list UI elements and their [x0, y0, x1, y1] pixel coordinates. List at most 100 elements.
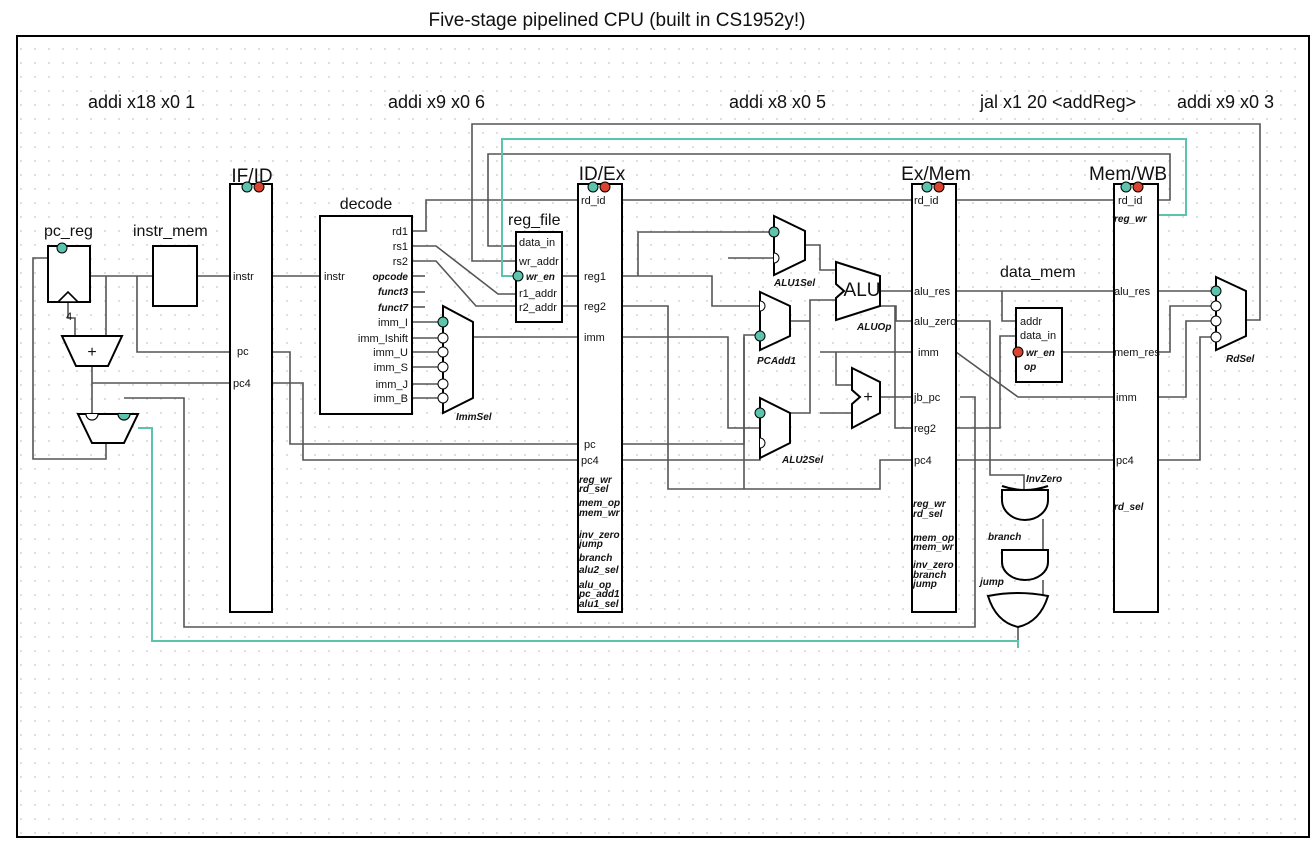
- data-mem-port-op: op: [1024, 362, 1036, 373]
- id-ex-port-reg1: reg1: [584, 271, 606, 283]
- decode-port-opcode: opcode: [372, 272, 408, 283]
- decode-port-rs2: rs2: [393, 256, 408, 268]
- id-ex-ctrl-alu1-sel: alu1_sel: [579, 599, 619, 610]
- alu-label: ALU: [844, 280, 881, 301]
- decode-label: decode: [340, 196, 393, 213]
- ex-mem-port-alu-res: alu_res: [914, 286, 951, 298]
- decode-block: [319, 215, 413, 415]
- mem-wb-register: [1113, 183, 1159, 613]
- instr-label-if: addi x18 x0 1: [88, 92, 195, 112]
- mem-wb-label: Mem/WB: [1089, 164, 1167, 185]
- ex-mem-port-pc4: pc4: [914, 455, 932, 467]
- reg-file-port-data-in: data_in: [519, 237, 555, 249]
- instr-label-mem: jal x1 20 <addReg>: [979, 92, 1136, 112]
- wires: [32, 123, 1261, 648]
- ex-mem-ctrl-reg-wr: reg_wr: [913, 499, 947, 510]
- branch-and-gate: [1001, 549, 1049, 581]
- mem-wb-port-mem-res: mem_res: [1114, 347, 1160, 359]
- id-ex-ctrl-alu-op: alu_op: [579, 580, 611, 591]
- id-ex-ctrl-rd-sel: rd_sel: [579, 484, 609, 495]
- ex-mem-port-alu-zero: alu_zero: [914, 316, 956, 328]
- alu-op-label: ALUOp: [856, 322, 891, 333]
- id-ex-label: ID/Ex: [579, 164, 626, 185]
- instr-label-id: addi x9 x0 6: [388, 92, 485, 112]
- branch-adder: [851, 366, 881, 430]
- id-ex-ctrl-pc-add1: pc_add1: [578, 589, 620, 600]
- decode-port-rs1: rs1: [393, 241, 408, 253]
- data-mem-port-data-in: data_in: [1020, 330, 1056, 342]
- alu-block: [835, 260, 881, 322]
- branch-adder-plus: +: [863, 389, 872, 406]
- mem-wb-port-pc4: pc4: [1116, 455, 1134, 467]
- jump-gate-label: jump: [978, 577, 1004, 588]
- mem-wb-port-alu-res: alu_res: [1114, 286, 1151, 298]
- active-wires: [138, 138, 1187, 648]
- id-ex-ctrl-alu2-sel: alu2_sel: [579, 565, 619, 576]
- alu1-sel-label: ALU1Sel: [773, 278, 815, 289]
- if-id-port-instr: instr: [233, 271, 254, 283]
- ex-mem-ctrl-jump: jump: [911, 579, 937, 590]
- id-ex-ctrl-jump: jump: [577, 539, 603, 550]
- ex-mem-ctrl-rd-sel: rd_sel: [913, 509, 943, 520]
- jump-or-gate: [986, 592, 1050, 629]
- pc-adder: [60, 335, 124, 367]
- decode-port-imm-u: imm_U: [373, 347, 408, 359]
- rd-sel-label: RdSel: [1226, 354, 1255, 365]
- ex-mem-port-reg2: reg2: [914, 423, 936, 435]
- mem-wb-port-rd-sel: rd_sel: [1114, 502, 1144, 513]
- data-mem-block: [1015, 307, 1063, 383]
- reg-file-port-r1-addr: r1_addr: [519, 288, 557, 300]
- port-active-dot: [56, 242, 68, 254]
- id-ex-port-rd-id: rd_id: [581, 195, 605, 207]
- decode-port-funct3: funct3: [378, 287, 408, 298]
- ex-mem-label: Ex/Mem: [901, 164, 971, 185]
- pc-reg-label: pc_reg: [44, 223, 93, 240]
- decode-port-funct7: funct7: [378, 303, 408, 314]
- mem-wb-port-imm: imm: [1116, 392, 1137, 404]
- reg-file-port-wr-en: wr_en: [526, 272, 555, 283]
- decode-port-imm-b: imm_B: [374, 393, 408, 405]
- data-mem-label: data_mem: [1000, 264, 1076, 281]
- decode-port-imm-s: imm_S: [374, 362, 408, 374]
- id-ex-port-reg2: reg2: [584, 301, 606, 313]
- if-id-port-pc4: pc4: [233, 378, 251, 390]
- ex-mem-port-imm: imm: [918, 347, 939, 359]
- mem-wb-port-rd-id: rd_id: [1118, 195, 1142, 207]
- alu2-sel-label: ALU2Sel: [781, 455, 823, 466]
- pc-add1-label: PCAdd1: [757, 356, 796, 367]
- mux-input-port-active: [117, 413, 131, 421]
- ex-mem-ctrl-mem-wr: mem_wr: [913, 542, 955, 553]
- ex-mem-ctrl-inv-zero: inv_zero: [913, 560, 954, 571]
- decode-port-imm-j: imm_J: [376, 379, 408, 391]
- reg-file-port-wr-addr: wr_addr: [518, 256, 559, 268]
- id-ex-ctrl-reg-wr: reg_wr: [579, 475, 613, 486]
- instr-label-wb: addi x9 x0 3: [1177, 92, 1274, 112]
- pc-adder-plus: +: [87, 344, 96, 361]
- imm-sel-label: ImmSel: [456, 412, 492, 423]
- ex-mem-port-jb-pc: jb_pc: [913, 392, 941, 404]
- data-mem-port-addr: addr: [1020, 316, 1042, 328]
- const-4-label: 4: [66, 311, 72, 323]
- id-ex-ctrl-mem-op: mem_op: [579, 498, 620, 509]
- data-mem-port-wr-en: wr_en: [1026, 348, 1055, 359]
- ex-mem-ctrl-mem-op: mem_op: [913, 533, 954, 544]
- decode-port-imm-ishift: imm_Ishift: [358, 333, 408, 345]
- id-ex-register: [577, 183, 623, 613]
- decode-port-imm-i: imm_I: [378, 317, 408, 329]
- inv-zero-gate: [1001, 489, 1049, 521]
- if-id-register: [229, 183, 273, 613]
- instr-mem-block: [152, 245, 198, 307]
- diagram-title: Five-stage pipelined CPU (built in CS195…: [428, 10, 805, 31]
- ex-mem-register: [911, 183, 957, 613]
- reg-file-port-r2-addr: r2_addr: [519, 302, 557, 314]
- decode-port-instr: instr: [324, 271, 345, 283]
- ex-mem-ctrl-branch: branch: [913, 570, 946, 581]
- id-ex-ctrl-branch: branch: [579, 553, 612, 564]
- instr-mem-label: instr_mem: [133, 223, 208, 240]
- clock-triangle-icon: [56, 290, 80, 303]
- mux-input-port: [85, 413, 99, 421]
- id-ex-ctrl-inv-zero: inv_zero: [579, 530, 620, 541]
- reg-file-label: reg_file: [508, 212, 561, 229]
- inv-zero-label: InvZero: [1026, 474, 1062, 485]
